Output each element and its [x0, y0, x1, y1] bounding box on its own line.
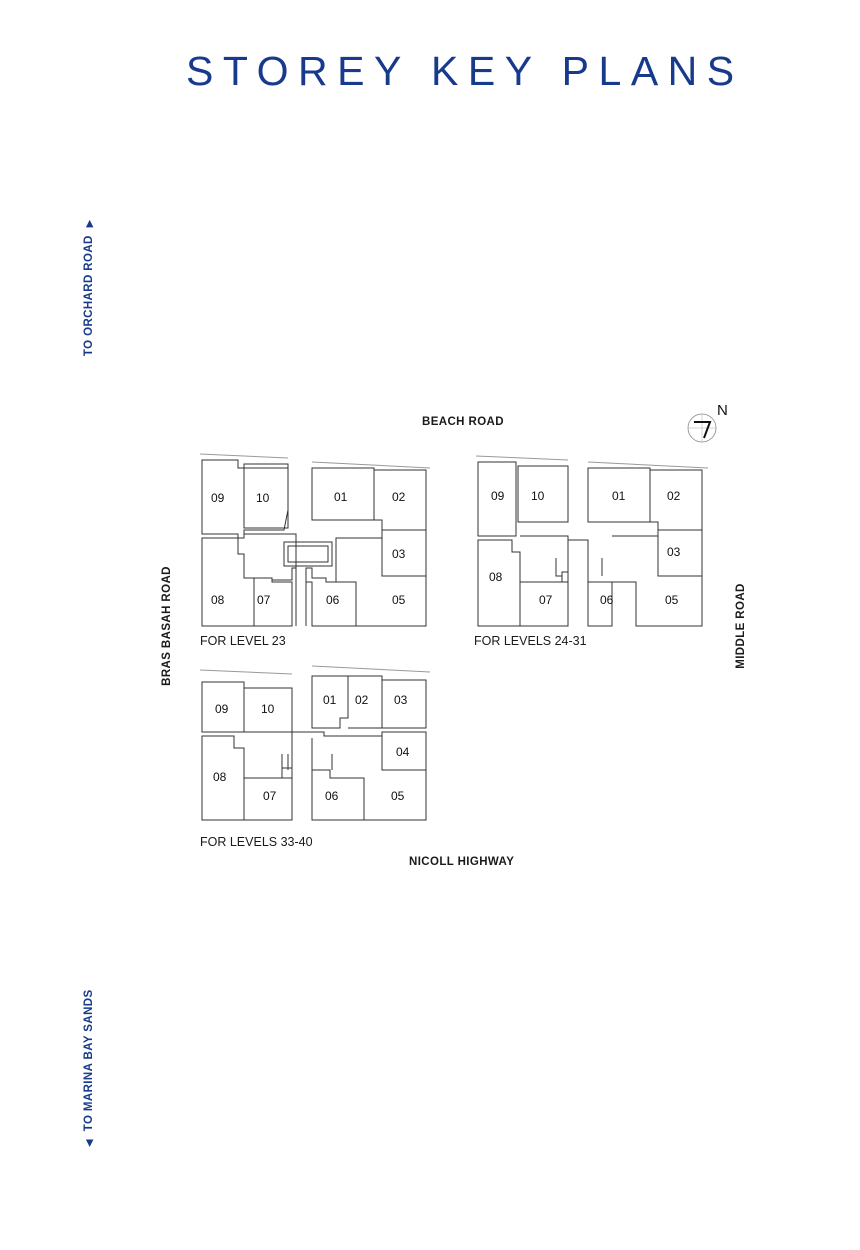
unit-07: 07 [257, 593, 271, 607]
direction-bottom-text: TO MARINA BAY SANDS [83, 989, 95, 1132]
unit-07: 07 [263, 789, 277, 803]
unit-09: 09 [215, 702, 229, 716]
road-south-label: NICOLL HIGHWAY [409, 856, 515, 868]
unit-08: 08 [211, 593, 225, 607]
unit-02: 02 [392, 490, 406, 504]
unit-10: 10 [261, 702, 275, 716]
unit-05: 05 [391, 789, 405, 803]
unit-10: 10 [256, 491, 270, 505]
unit-06: 06 [325, 789, 339, 803]
plan-caption-levels-33-40: FOR LEVELS 33-40 [200, 835, 313, 849]
unit-01: 01 [612, 489, 626, 503]
unit-05: 05 [392, 593, 406, 607]
plan-caption-level-23: FOR LEVEL 23 [200, 634, 286, 648]
arrow-up-icon: ▶ [83, 219, 94, 228]
plan-caption-levels-24-31: FOR LEVELS 24-31 [474, 634, 587, 648]
unit-03: 03 [667, 545, 681, 559]
page-title: STOREY KEY PLANS [186, 48, 744, 94]
unit-02: 02 [667, 489, 681, 503]
road-north-label: BEACH ROAD [422, 416, 504, 428]
unit-10: 10 [531, 489, 545, 503]
floor-plan-levels-33-40: 09 10 01 02 03 04 08 07 06 05 [199, 665, 431, 821]
unit-01: 01 [334, 490, 348, 504]
unit-06: 06 [600, 593, 614, 607]
unit-04: 04 [396, 745, 410, 759]
unit-03: 03 [392, 547, 406, 561]
arrow-down-icon: ◀ [83, 1139, 94, 1147]
unit-08: 08 [213, 770, 227, 784]
direction-top-text: TO ORCHARD ROAD [83, 235, 95, 357]
unit-09: 09 [211, 491, 225, 505]
unit-03: 03 [394, 693, 408, 707]
unit-07: 07 [539, 593, 553, 607]
unit-08: 08 [489, 570, 503, 584]
road-west-label: BRAS BASAH ROAD [157, 556, 177, 696]
floor-plan-level-23: 09 10 01 02 03 08 07 06 05 [199, 453, 431, 627]
road-east-text: MIDDLE ROAD [735, 583, 747, 669]
unit-09: 09 [491, 489, 505, 503]
compass-n-label: N [717, 402, 728, 419]
unit-05: 05 [665, 593, 679, 607]
to-marina-bay-sands-label: ◀ TO MARINA BAY SANDS [70, 948, 108, 1188]
unit-01: 01 [323, 693, 337, 707]
to-orchard-road-label: TO ORCHARD ROAD ▶ [70, 168, 108, 408]
floor-plan-levels-24-31: 09 10 01 02 03 08 07 06 05 [475, 455, 709, 627]
unit-06: 06 [326, 593, 340, 607]
road-west-text: BRAS BASAH ROAD [161, 566, 173, 686]
north-compass-icon: N [687, 402, 728, 443]
unit-02: 02 [355, 693, 369, 707]
road-east-label: MIDDLE ROAD [731, 556, 751, 696]
